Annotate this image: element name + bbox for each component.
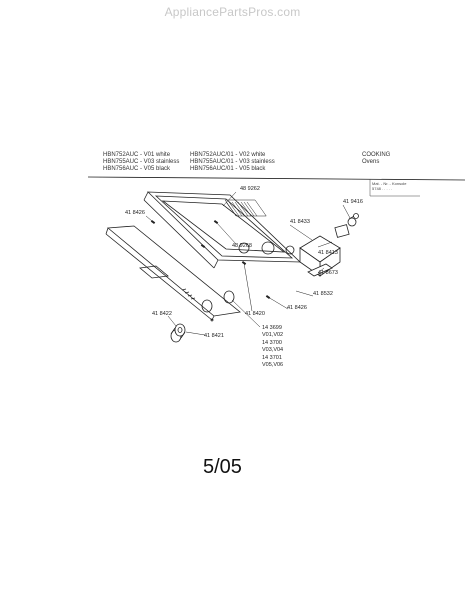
variant-line: 14 3701 <box>262 354 282 361</box>
category-label: COOKING Ovens <box>362 152 390 166</box>
model-line: HBN755AUC - V03 stainless <box>103 159 180 166</box>
switch-bracket <box>308 264 332 276</box>
control-panel <box>106 226 240 321</box>
part-label-418433: 41 8433 <box>290 219 310 225</box>
corner-box <box>370 179 420 196</box>
part-label-489268: 48 9268 <box>232 243 252 249</box>
part-label-419416: 41 9416 <box>343 199 363 205</box>
model-line: HBN755AUC/01 - V03 stainless <box>190 159 275 166</box>
model-line: HBN752AUC/01 - V02 white <box>190 152 266 158</box>
variant-list: 14 3699 V01,V02 14 3700 V03,V04 14 3701 … <box>262 325 283 369</box>
variant-line: V01,V02 <box>262 332 284 339</box>
part-label-418532: 41 8532 <box>313 291 333 297</box>
watermark: AppliancePartsPros.com <box>164 5 301 19</box>
corner-note-line: Mat. - Nr. - Konsole <box>372 181 407 186</box>
part-label-418413: 41 8413 <box>318 250 338 256</box>
variant-line: 14 3699 <box>262 325 282 331</box>
frame-opening <box>239 243 249 253</box>
control-knob <box>171 324 185 342</box>
knob-opening <box>202 300 212 312</box>
part-label-418673: 41 8673 <box>318 270 338 276</box>
part-label-418422: 41 8422 <box>152 311 172 317</box>
frame-opening <box>262 242 274 254</box>
variant-line: 14 3700 <box>262 339 282 346</box>
part-label-489262: 48 9262 <box>240 186 260 192</box>
model-line: HBN756AUC - V05 black <box>103 166 171 173</box>
knob-opening <box>224 291 234 303</box>
corner-note: Mat. - Nr. - Konsole 5748 . . . . . <box>372 181 406 191</box>
part-label-418426-left: 41 8426 <box>125 210 145 216</box>
part-label-418420: 41 8420 <box>245 311 265 317</box>
corner-note-line: 5748 . . . . . <box>372 186 393 191</box>
model-list-right: HBN752AUC/01 - V02 white HBN755AUC/01 - … <box>190 152 275 174</box>
frame-opening <box>286 246 294 254</box>
variant-line: V03,V04 <box>262 347 284 354</box>
part-label-418421: 41 8421 <box>204 333 224 339</box>
variant-line: V05,V06 <box>262 362 284 369</box>
model-line: HBN756AUC/01 - V05 black <box>190 166 266 173</box>
category-line: COOKING <box>362 152 391 158</box>
rear-trim-frame <box>144 192 300 268</box>
revision-date: 5/05 <box>203 456 242 478</box>
model-list-left: HBN752AUC - V01 white HBN755AUC - V03 st… <box>103 152 179 174</box>
rotary-switch <box>335 214 359 238</box>
model-line: HBN752AUC - V01 white <box>103 152 171 158</box>
vent-grille <box>225 200 266 216</box>
category-line: Ovens <box>362 159 380 166</box>
part-label-418426-right: 41 8426 <box>287 305 307 311</box>
header-rule <box>88 177 465 180</box>
leader-lines <box>146 192 350 335</box>
